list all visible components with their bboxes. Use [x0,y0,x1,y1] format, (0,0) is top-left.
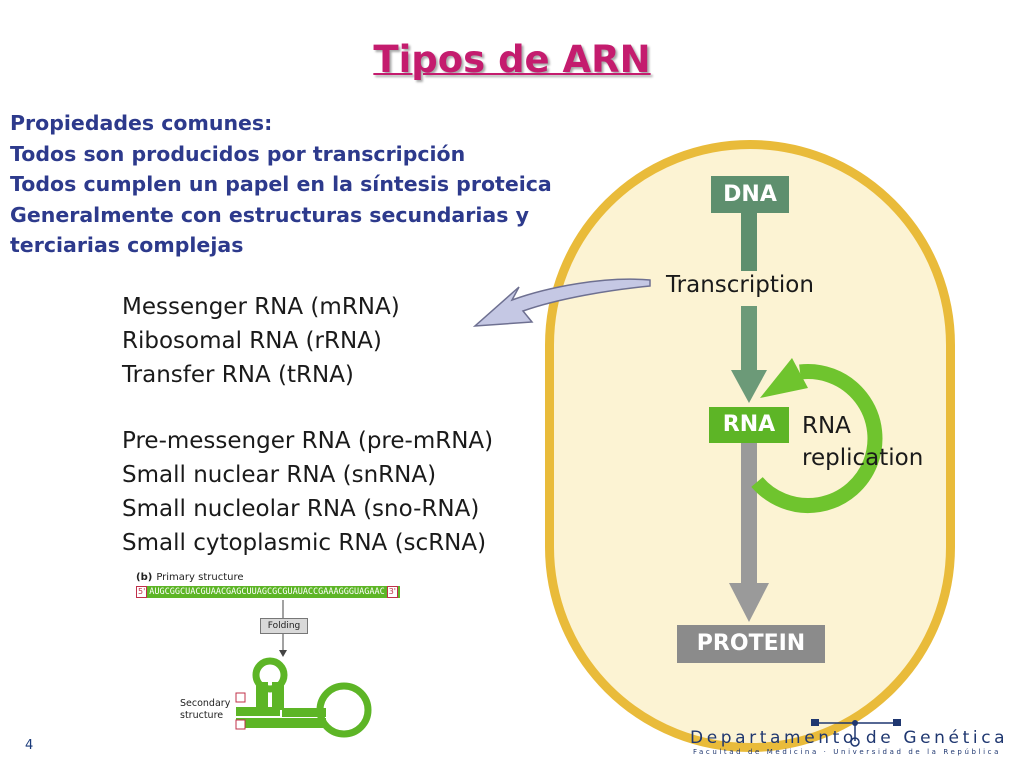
rna-box: RNA [709,407,789,443]
replication-label-line2: replication [802,445,924,471]
transcription-label: Transcription [664,272,816,298]
secondary-structure-label: Secondary structure [180,698,231,721]
hairpin-loop-right [316,682,372,738]
three-prime-tag: 3' [386,586,398,598]
slide-title: Tipos de ARN [373,38,651,81]
property-item: Todos son producidos por transcripción [10,141,466,166]
rna-type-item: Small nuclear RNA (snRNA) [122,462,437,488]
department-name: Departamento de Genética [690,728,1009,748]
dna-box: DNA [711,176,789,213]
rna-type-item: Small cytoplasmic RNA (scRNA) [122,530,487,556]
property-item: Todos cumplen un papel en la síntesis pr… [10,172,552,196]
translation-shaft [741,443,757,583]
five-prime-tag: 5' [136,586,148,598]
sequence-text: AUGCGGCUACGUAACGAGCUUAGCGCGUAUACCGAAAGGG… [149,587,385,597]
page-number: 4 [25,738,34,753]
stem-bottom [236,718,326,728]
properties-heading: Propiedades comunes: [10,111,273,135]
property-item: Generalmente con estructuras secundarias… [10,202,529,227]
rna-types-list: Messenger RNA (mRNA) Ribosomal RNA (rRNA… [122,290,493,560]
property-item: terciarias complejas [10,233,244,257]
rna-type-item: Ribosomal RNA (rRNA) [122,328,382,354]
dna-stem [741,213,757,271]
primary-structure-label: Primary structure [156,572,244,583]
pointer-arrow [472,278,651,327]
stem-right [282,708,326,717]
logo-ring [850,737,860,747]
logo-square-left [811,719,819,726]
stem-middle [236,707,280,716]
department-subtitle: Facultad de Medicina · Universidad de la… [693,748,1001,756]
rna-type-item: Small nucleolar RNA (sno-RNA) [122,496,480,522]
transcription-arrowhead [731,370,767,403]
protein-box: PROTEIN [677,625,825,663]
logo-square-right [893,719,901,726]
five-prime-end [235,719,246,730]
rna-type-item: Pre-messenger RNA (pre-mRNA) [122,428,494,454]
folding-label: Folding [260,618,308,634]
hairpin-loop-top [252,657,288,693]
replication-loop [751,364,883,513]
figure-panel-letter: (b) [136,572,153,583]
rna-type-item: Transfer RNA (tRNA) [122,362,354,388]
replication-label-line1: RNA [802,413,851,439]
three-prime-end [235,692,246,703]
figure-title: (b)Primary structure [136,572,244,583]
department-logo-mark [811,719,901,747]
translation-arrowhead [729,583,769,622]
properties-list: Propiedades comunes: Todos son producido… [10,108,610,261]
list-spacer [122,392,493,424]
rna-type-item: Messenger RNA (mRNA) [122,294,400,320]
folding-graphic [235,600,372,738]
primary-sequence: 5'AUGCGGCUACGUAACGAGCUUAGCGCGUAUACCGAAAG… [136,586,400,598]
replication-label: RNA replication [802,410,923,474]
replication-arrowhead [760,358,808,398]
transcription-shaft [741,306,757,370]
folding-arrowhead [279,650,287,657]
